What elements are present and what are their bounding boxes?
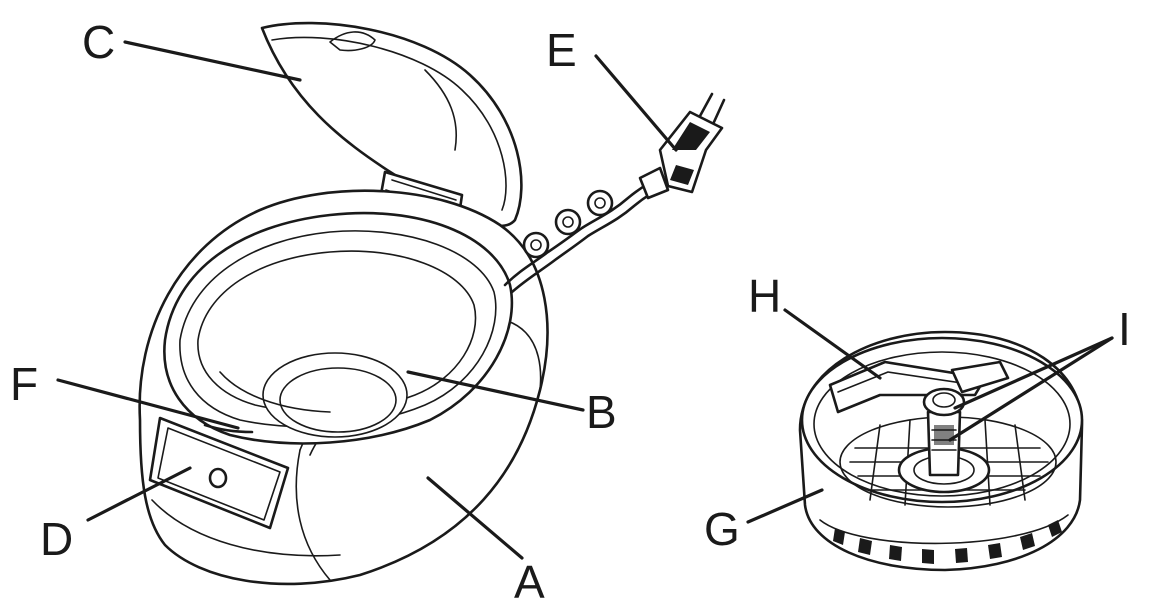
holder-clip: [828, 360, 1010, 414]
leader-lines: [56, 40, 1114, 560]
callout-h: H: [748, 270, 781, 322]
callout-f: F: [10, 358, 38, 410]
power-button-icon: [208, 467, 228, 489]
callout-d: D: [40, 513, 73, 565]
leader-line-b: [406, 370, 585, 412]
callout-g: G: [704, 503, 740, 555]
basket-assembly: [798, 330, 1084, 572]
cleaner-unit: [138, 21, 726, 586]
callout-a: A: [514, 556, 545, 608]
leader-line-a: [426, 476, 524, 560]
callout-b: B: [586, 386, 617, 438]
callout-c: C: [82, 16, 115, 68]
leader-line-f: [56, 378, 240, 430]
leader-line-g: [746, 488, 824, 524]
leader-line-i-1: [953, 336, 1114, 410]
leader-line-i-2: [948, 336, 1114, 442]
max-fill-line: [203, 423, 254, 434]
leader-line-d: [86, 466, 192, 522]
basket-feet: [819, 514, 1069, 564]
callouts: C E F B D A H I G: [10, 16, 1131, 608]
leader-line-c: [123, 40, 302, 82]
center-post: [922, 387, 966, 477]
callout-i: I: [1118, 303, 1131, 355]
lid: [260, 21, 523, 228]
leader-line-e: [594, 54, 678, 152]
cleaner-tank: [163, 211, 514, 445]
leader-line-h: [783, 308, 882, 380]
callout-e: E: [546, 24, 577, 76]
power-cord: [503, 92, 726, 294]
control-panel: [148, 416, 290, 530]
